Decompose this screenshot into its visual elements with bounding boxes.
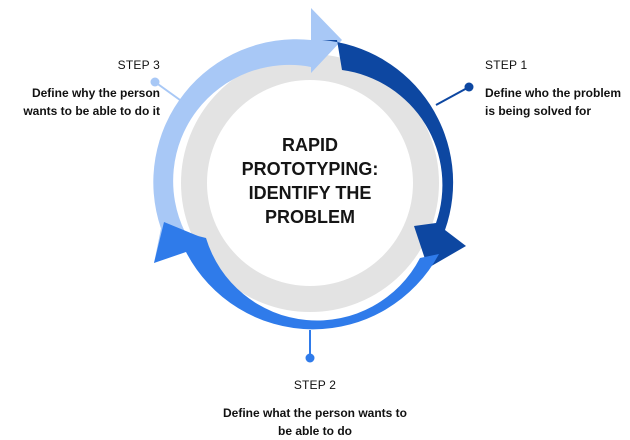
connector-step1 <box>435 82 474 106</box>
arc-step2 <box>154 222 439 330</box>
step-3: STEP 3 Define why the person wants to be… <box>0 56 160 120</box>
step-2-description: Define what the person wants to be able … <box>222 406 408 438</box>
connector-step3 <box>150 77 181 101</box>
step-1: STEP 1 Define who the problem is being s… <box>485 56 630 120</box>
title-line-1: RAPID <box>281 135 338 155</box>
step-3-label: STEP 3 <box>117 58 160 72</box>
connector-step2 <box>305 330 315 363</box>
arc-step1 <box>322 40 466 268</box>
title-line-4: PROBLEM <box>265 207 355 227</box>
step-1-label: STEP 1 <box>485 58 528 72</box>
step-2-label: STEP 2 <box>293 378 337 392</box>
step-1-description: Define who the problem is being solved f… <box>485 86 622 118</box>
step-2: STEP 2 Define what the person wants to b… <box>215 376 415 440</box>
step-3-description: Define why the person wants to be able t… <box>23 86 160 118</box>
ring-background <box>181 54 439 312</box>
title-line-2: PROTOTYPING: <box>241 159 379 179</box>
center-title: RAPID PROTOTYPING: IDENTIFY THE PROBLEM <box>230 133 390 229</box>
title-line-3: IDENTIFY THE <box>248 183 372 203</box>
